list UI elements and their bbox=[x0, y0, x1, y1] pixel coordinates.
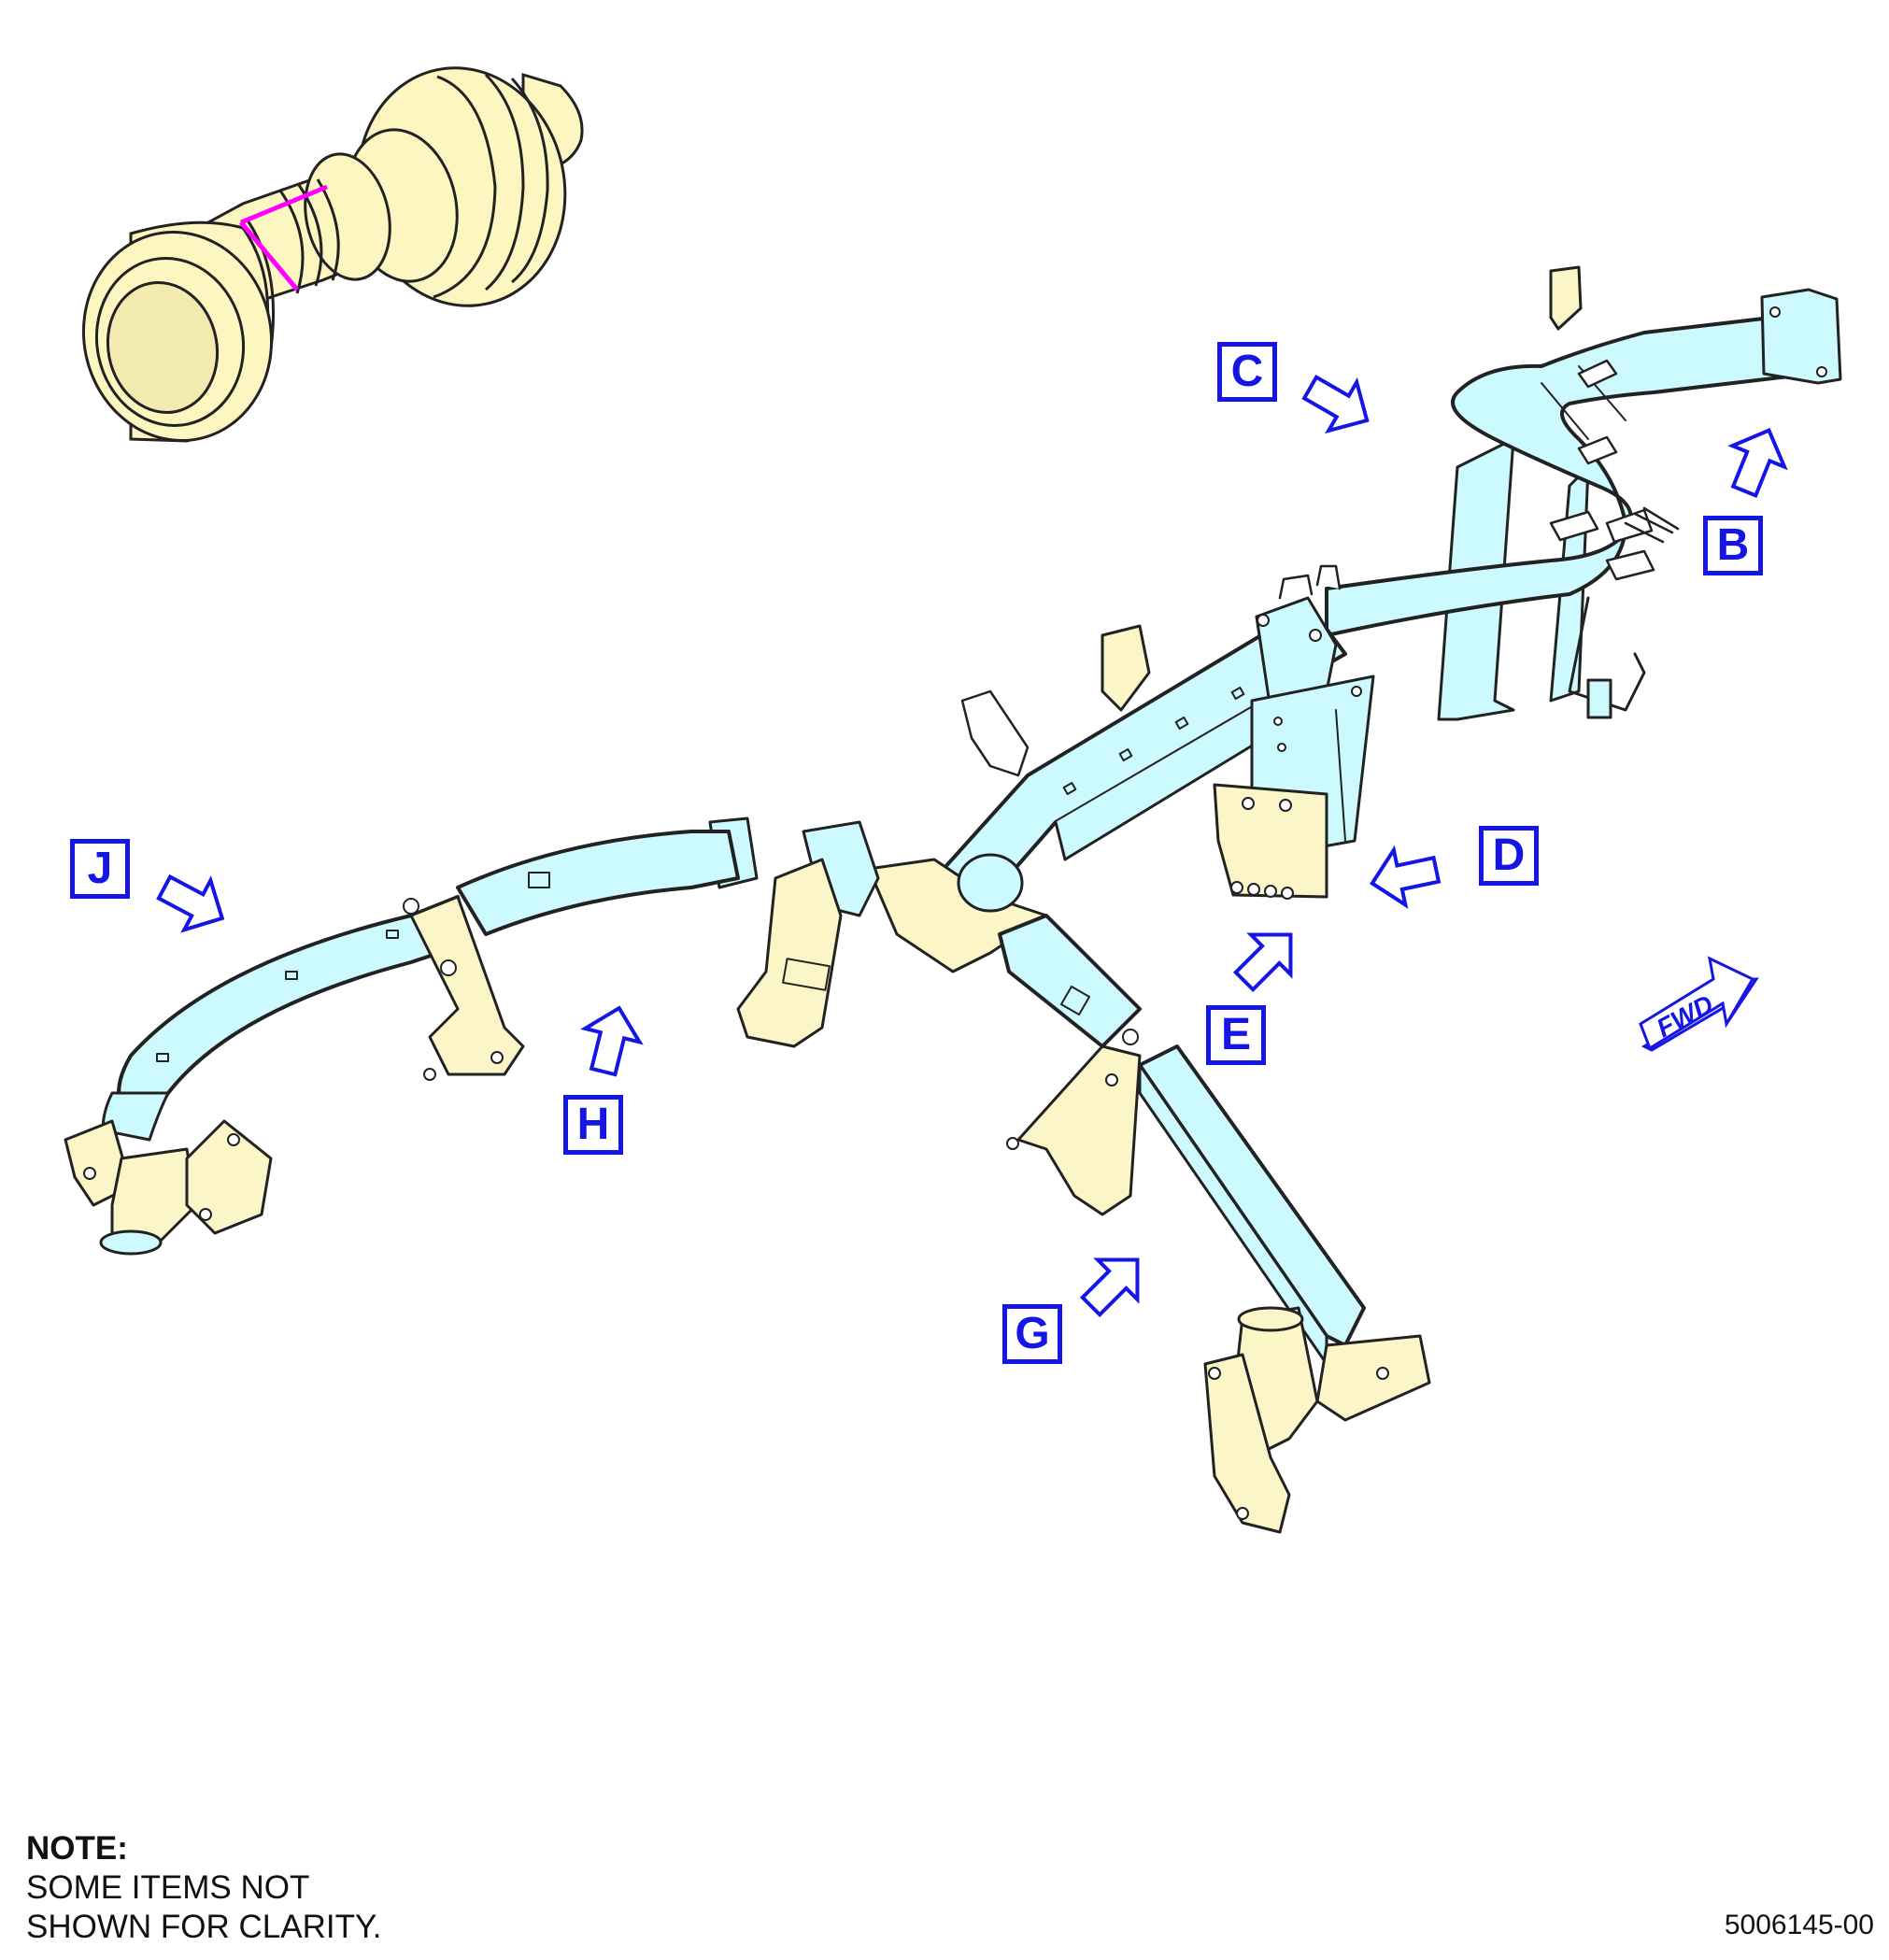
view-arrow-icon bbox=[1364, 840, 1444, 913]
view-label-c: C bbox=[1217, 342, 1277, 402]
clamp-cluster bbox=[1549, 359, 1680, 581]
view-arrow-icon bbox=[1072, 1240, 1158, 1326]
note-title: NOTE: bbox=[26, 1830, 128, 1867]
top-bracket bbox=[1101, 624, 1151, 712]
note-line: SHOWN FOR CLARITY. bbox=[26, 1909, 382, 1945]
view-arrow-icon bbox=[151, 863, 235, 944]
note-block: NOTE: SOME ITEMS NOT SHOWN FOR CLARITY. bbox=[26, 1829, 382, 1947]
view-label-g: G bbox=[1002, 1304, 1062, 1364]
upper-bracket bbox=[1549, 265, 1583, 331]
view-label-d: D bbox=[1479, 826, 1539, 886]
duct-system bbox=[64, 265, 1842, 1534]
view-label-h: H bbox=[563, 1095, 623, 1155]
middle-bracket bbox=[736, 858, 843, 1048]
view-label-j: J bbox=[70, 839, 130, 899]
upper-right-duct bbox=[1325, 288, 1842, 721]
view-arrow-icon bbox=[574, 999, 648, 1081]
lower-duct bbox=[998, 914, 1431, 1534]
figure-number: 5006145-00 bbox=[1724, 1910, 1874, 1940]
d-bracket bbox=[1213, 675, 1375, 900]
left-duct bbox=[64, 817, 880, 1256]
engine-illustration bbox=[81, 66, 584, 443]
view-arrow-icon bbox=[1225, 915, 1311, 1001]
view-label-b: B bbox=[1703, 516, 1763, 575]
note-line: SOME ITEMS NOT bbox=[26, 1869, 310, 1906]
view-arrow-icon bbox=[1716, 418, 1797, 504]
highlight-band bbox=[239, 184, 328, 291]
view-arrow-icon bbox=[1294, 362, 1384, 447]
view-label-e: E bbox=[1206, 1005, 1266, 1065]
fwd-arrow-icon bbox=[1639, 956, 1759, 1052]
